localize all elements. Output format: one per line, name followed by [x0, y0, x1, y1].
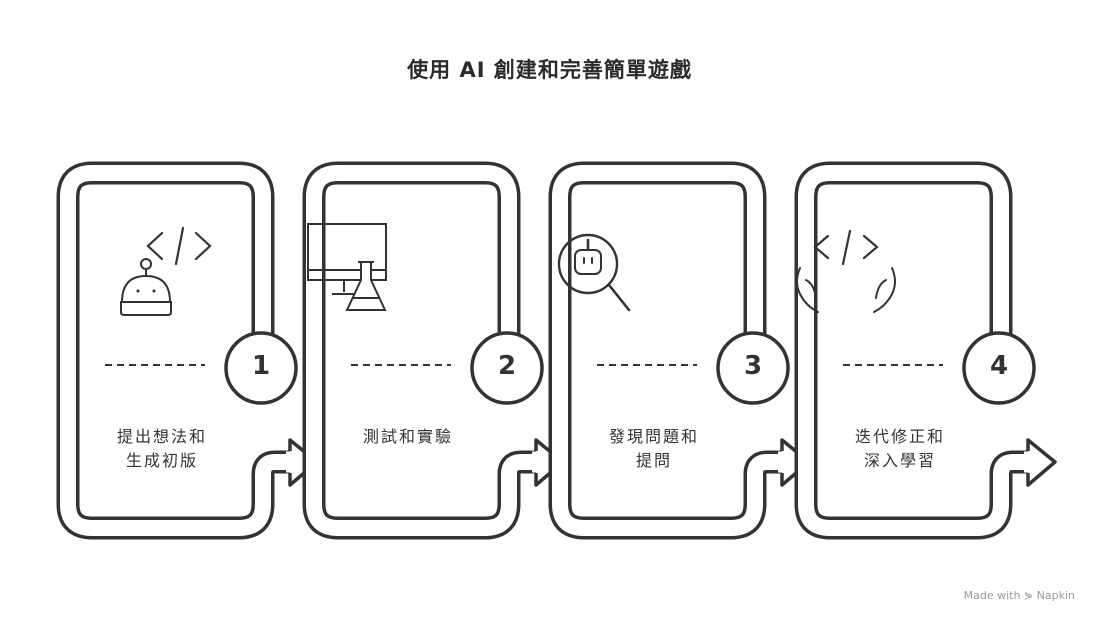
napkin-watermark: Made with ⋟ Napkin — [963, 589, 1075, 602]
step-label: 測試和實驗 — [328, 425, 488, 449]
step-4 — [794, 161, 1057, 540]
hands-code-icon — [796, 229, 896, 313]
robot-code-icon — [120, 226, 212, 316]
step-number: 1 — [251, 351, 271, 381]
step-label-line: 深入學習 — [863, 451, 936, 470]
diagram-title: 使用 AI 創建和完善簡單遊戲 — [407, 58, 692, 82]
step-label: 提出想法和生成初版 — [82, 425, 242, 473]
step-number-circle — [470, 331, 544, 405]
step-label-line: 提問 — [635, 451, 672, 470]
step-number: 3 — [743, 351, 763, 381]
step-number: 4 — [989, 351, 1009, 381]
step-number-circle — [962, 331, 1036, 405]
monitor-flask-icon — [307, 223, 387, 311]
step-label: 發現問題和提問 — [574, 425, 734, 473]
step-2 — [302, 161, 565, 540]
step-number: 2 — [497, 351, 517, 381]
step-label-line: 提出想法和 — [116, 427, 207, 446]
step-label: 迭代修正和深入學習 — [820, 425, 980, 473]
step-number-circle — [716, 331, 790, 405]
step-label-line: 發現問題和 — [608, 427, 699, 446]
robot-magnifier-icon — [557, 233, 631, 312]
step-label-line: 生成初版 — [125, 451, 198, 470]
arrow-right-icon — [1026, 438, 1057, 487]
step-label-line: 迭代修正和 — [854, 427, 945, 446]
step-3 — [548, 161, 811, 540]
step-number-circle — [224, 331, 298, 405]
step-label-line: 測試和實驗 — [362, 427, 453, 446]
